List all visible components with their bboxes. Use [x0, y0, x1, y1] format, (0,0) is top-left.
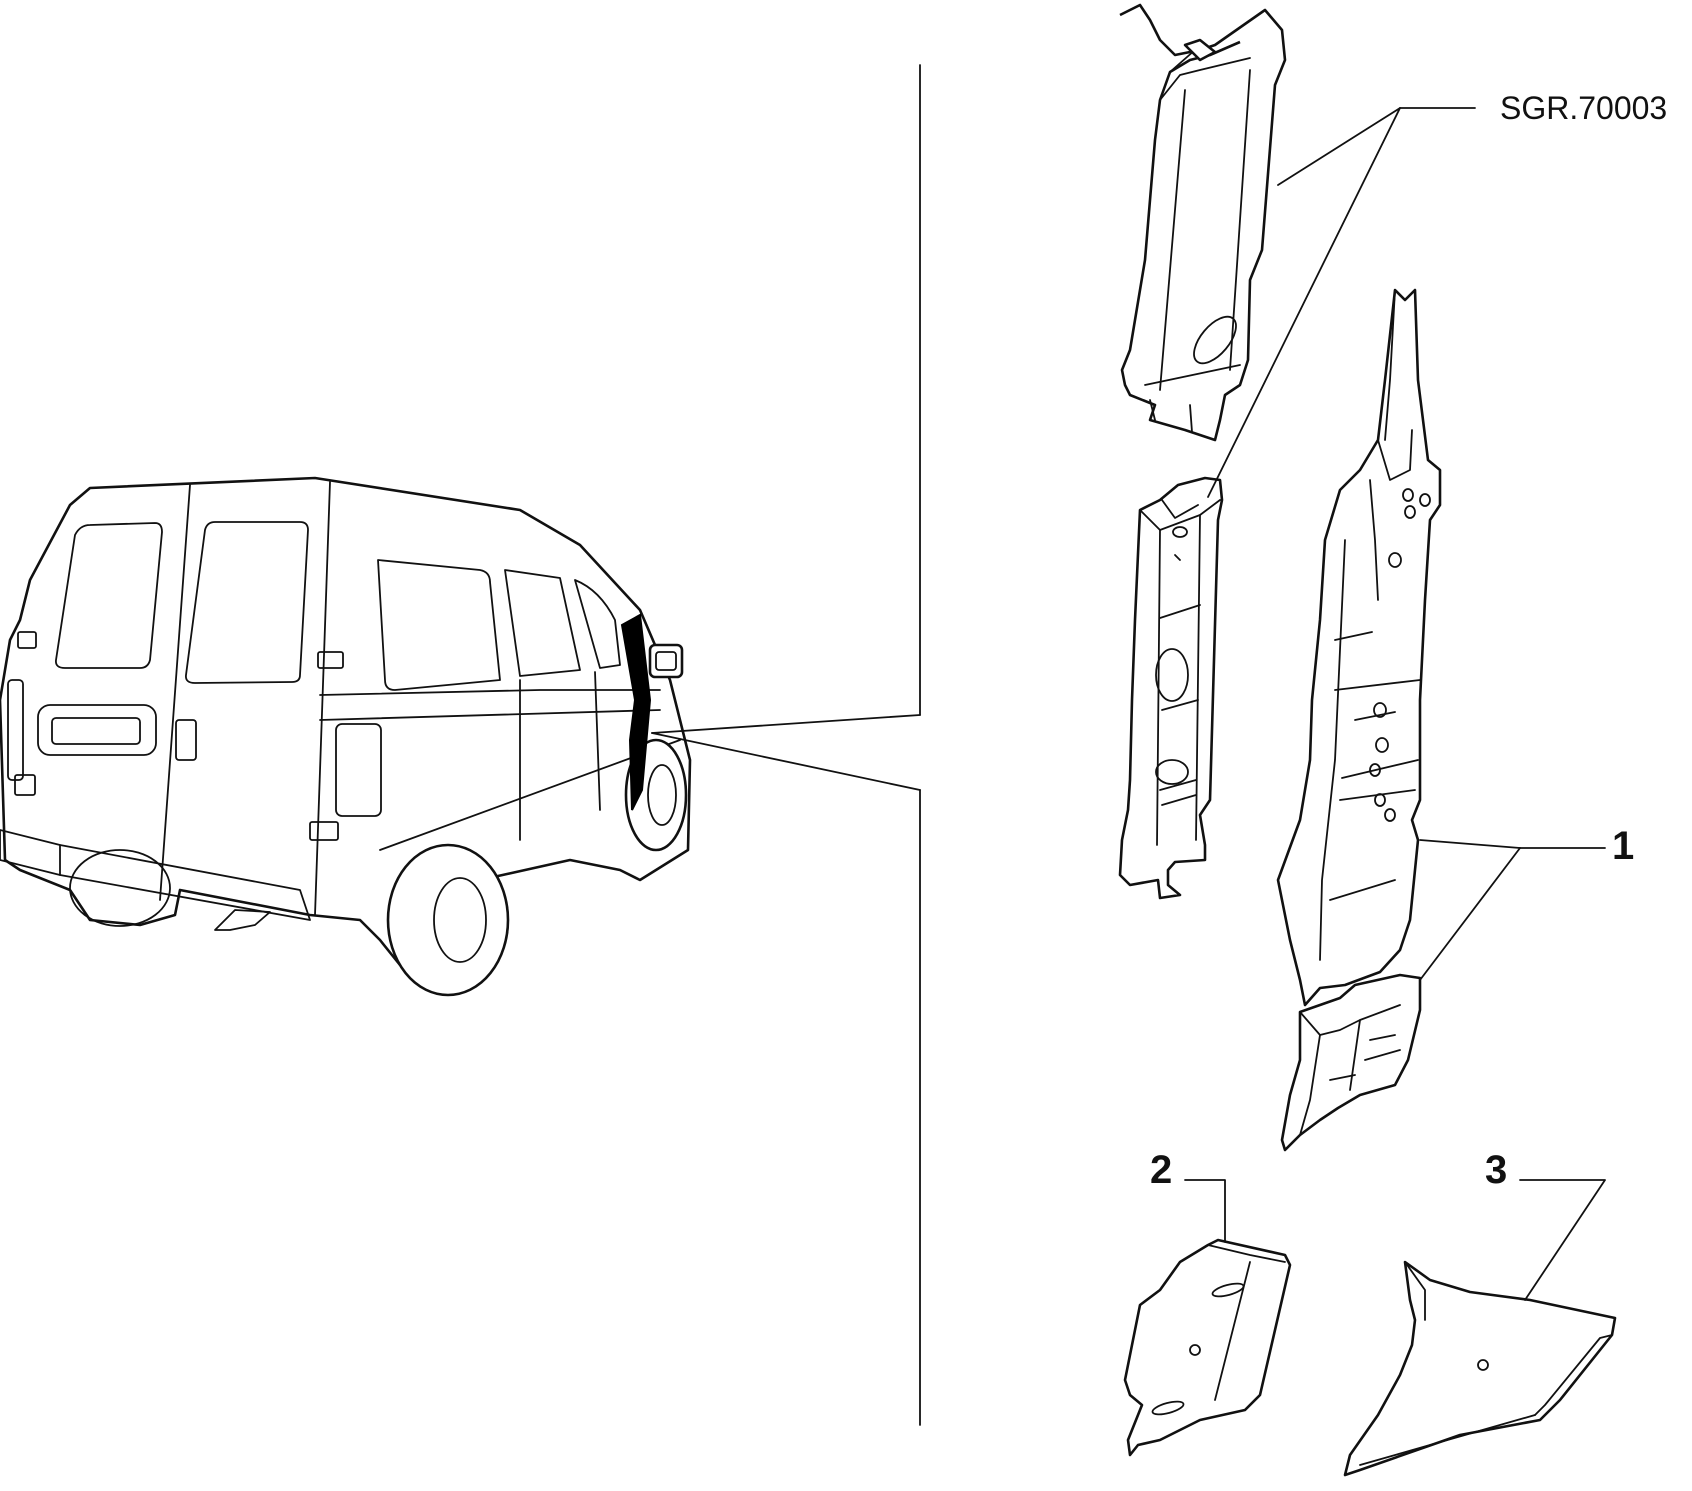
- callout-2-label: 2: [1150, 1148, 1173, 1192]
- middle-pillar-part: [1118, 107, 1476, 900]
- part-2-bracket: [1123, 1179, 1292, 1457]
- van-illustration: [0, 476, 921, 997]
- part-1-pillar: [1276, 288, 1606, 1152]
- callout-1-label: 1: [1612, 824, 1635, 868]
- part-3-gusset: [1343, 1179, 1617, 1477]
- callout-3-label: 3: [1485, 1148, 1508, 1192]
- upper-pillar-part: [1119, 3, 1287, 442]
- reference-code-label: SGR.70003: [1500, 90, 1668, 126]
